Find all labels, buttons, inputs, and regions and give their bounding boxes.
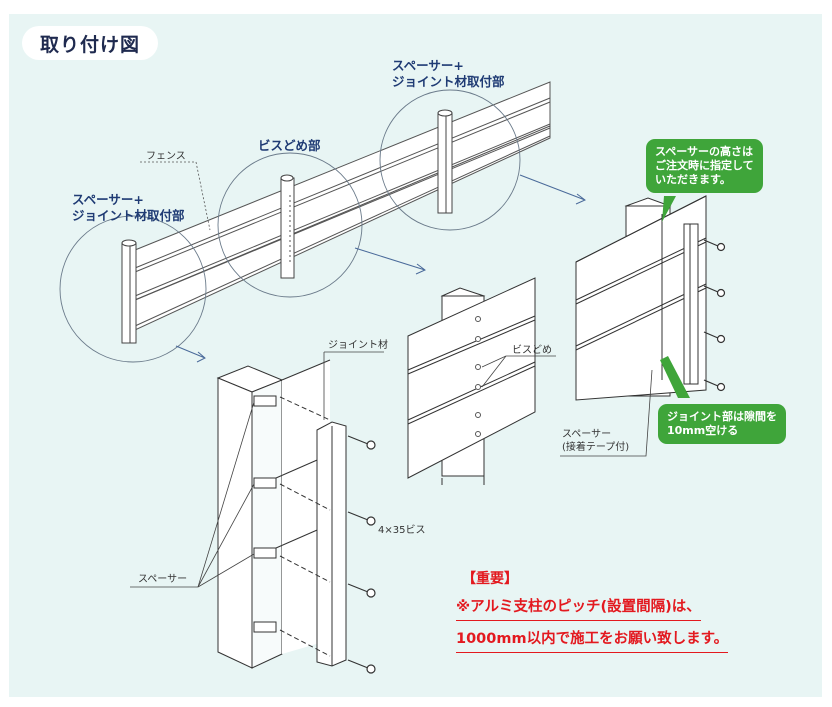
middle-post <box>280 177 295 279</box>
label-joint-material: ジョイント材 <box>328 340 388 351</box>
notice-line: 1000mm以内で施工をお願い致します。 <box>456 629 729 653</box>
callout-line: スペーサーの高さは <box>655 145 754 158</box>
detail-arrows <box>175 174 586 363</box>
label-line: スペーサー <box>562 429 612 440</box>
screw-icon <box>347 435 376 450</box>
callout-line: ご注文時に指定して <box>655 159 754 172</box>
callout-line: ジョイント部は隙間を <box>667 410 777 423</box>
spacer <box>253 547 277 559</box>
spacer <box>253 621 277 633</box>
label-screw-size: 4×35ビス <box>378 525 426 536</box>
rail-line <box>134 101 551 273</box>
label-spacer: スペーサー <box>138 574 188 585</box>
label-fence: フェンス <box>146 151 186 162</box>
screw-hole <box>475 364 481 370</box>
right-screws <box>703 239 726 392</box>
joint-detail <box>216 359 347 669</box>
spacer <box>253 395 277 407</box>
overview-fence <box>134 81 551 331</box>
screw-icon <box>347 583 376 598</box>
right-joint-detail <box>575 195 707 401</box>
label-line: ジョイント材取付部 <box>72 208 185 223</box>
label-top-circle: スペーサー+ ジョイント材取付部 <box>392 58 505 90</box>
rail-line <box>134 123 551 297</box>
label-screw-section: ビスどめ部 <box>258 138 321 153</box>
mid-board <box>407 277 536 479</box>
arrow-icon <box>175 345 206 363</box>
callout-joint-gap: ジョイント部は隙間を 10mm空ける <box>658 404 786 444</box>
post-front <box>217 377 253 669</box>
callout-spacer-height: スペーサーの高さは ご注文時に指定して いただきます。 <box>646 139 763 193</box>
screw-hole <box>475 412 481 418</box>
fence-leader <box>140 161 211 231</box>
label-line: ジョイント材取付部 <box>392 74 505 89</box>
arrow-icon <box>519 174 586 205</box>
overview-posts <box>121 109 453 344</box>
spacer <box>253 477 277 489</box>
screw-hole <box>475 431 481 437</box>
page-title: 取り付け図 <box>22 26 158 60</box>
right-joint-bar <box>683 223 699 385</box>
callout-line: いただきます。 <box>655 173 731 186</box>
notice-line: ※アルミ支柱のピッチ(設置間隔)は、 <box>456 597 701 621</box>
left-detail-circle <box>59 215 207 363</box>
callout-line: 10mm空ける <box>667 424 739 437</box>
label-line: スペーサー+ <box>72 192 144 207</box>
rail-line <box>134 97 551 269</box>
label-screw-fastening: ビスどめ <box>512 345 552 356</box>
screw-icon <box>703 285 726 298</box>
label-left-circle: スペーサー+ ジョイント材取付部 <box>72 192 185 224</box>
rail-line <box>134 135 551 327</box>
right-detail-circle <box>379 89 521 231</box>
screw-icon <box>347 659 376 674</box>
middle-detail-circle <box>217 152 363 298</box>
detail-circles <box>59 89 521 363</box>
label-line: スペーサー+ <box>392 58 464 73</box>
notice-heading: 【重要】 <box>462 571 518 587</box>
label-line: (接着テープ付) <box>562 442 630 453</box>
screw-hole <box>475 336 481 342</box>
left-joint-post <box>121 242 137 344</box>
screw-icon <box>703 331 726 344</box>
important-notice: 【重要】 ※アルミ支柱のピッチ(設置間隔)は、 1000mm以内で施工をお願い致… <box>456 569 729 653</box>
screw-icon <box>703 379 726 392</box>
screws <box>347 435 376 674</box>
label-spacer-tape: スペーサー (接着テープ付) <box>562 428 629 454</box>
arrow-icon <box>354 247 426 275</box>
screw-icon <box>347 511 376 526</box>
right-joint-post <box>437 112 453 214</box>
callout-pointer <box>662 196 676 222</box>
screw-hole <box>475 316 481 322</box>
callout-pointer <box>660 356 690 398</box>
screw-icon <box>703 239 726 252</box>
screw-hole <box>475 384 481 390</box>
screw-fastening-detail <box>407 277 536 485</box>
overview-fence-board <box>134 81 551 301</box>
